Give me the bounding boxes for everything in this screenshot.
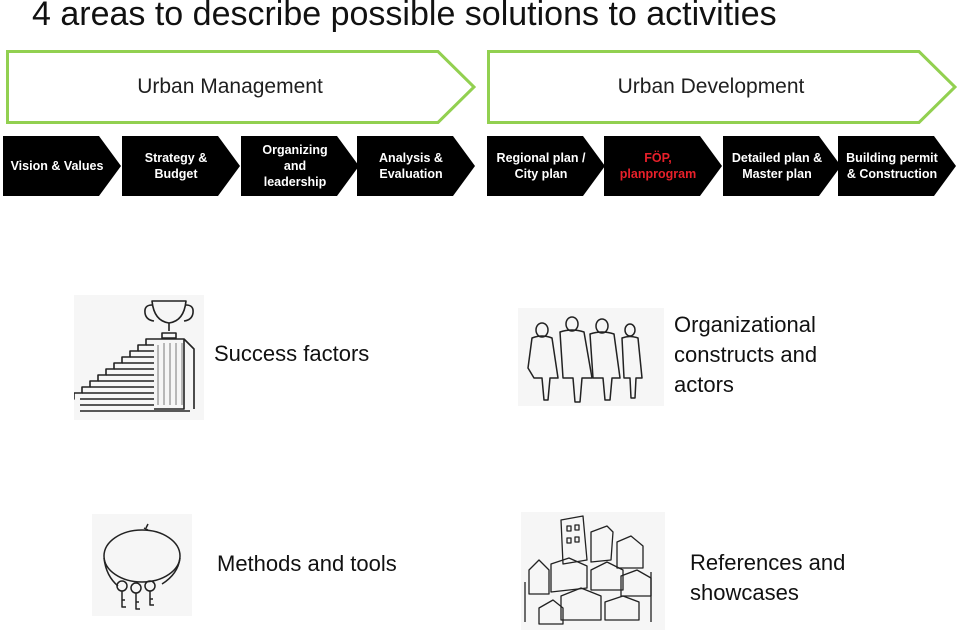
area-label-success-factors: Success factors xyxy=(214,341,370,366)
step-arrow-shape xyxy=(487,136,605,196)
step-label: Regional plan / City plan xyxy=(496,151,586,181)
step-arrow-shape xyxy=(723,136,841,196)
step-label: Strategy & Budget xyxy=(144,151,208,181)
phase-label: Urban Development xyxy=(617,75,805,98)
phase-arrow-shape xyxy=(487,50,957,124)
area-label-methods-tools: Methods and tools xyxy=(217,551,397,576)
step-label: Detailed plan & Master plan xyxy=(731,151,823,181)
step-label: Building permit & Construction xyxy=(846,151,938,181)
keyring-icon xyxy=(92,514,192,616)
step-arrow-shape xyxy=(604,136,722,196)
step-building-permit: Building permit & Construction xyxy=(838,136,956,196)
step-strategy-budget: Strategy & Budget xyxy=(122,136,240,196)
step-regional-city-plan: Regional plan / City plan xyxy=(487,136,605,196)
step-organizing-leadership: Organizing and leadership xyxy=(241,136,359,196)
step-arrow-shape xyxy=(357,136,475,196)
step-analysis-evaluation: Analysis & Evaluation xyxy=(357,136,475,196)
area-label-references-showcases: References and showcases xyxy=(690,550,846,605)
phase-urban-management: Urban Management xyxy=(6,50,476,124)
step-label: Analysis & Evaluation xyxy=(379,151,443,181)
phase-urban-development: Urban Development xyxy=(487,50,957,124)
step-detailed-master-plan: Detailed plan & Master plan xyxy=(723,136,841,196)
phase-arrow-shape xyxy=(6,50,476,124)
step-arrow-shape xyxy=(838,136,956,196)
step-fop-planprogram: FÖP, planprogram xyxy=(604,136,722,196)
step-label: FÖP, planprogram xyxy=(619,151,697,181)
step-label: Organizing and leadership xyxy=(262,143,328,189)
area-label-organizational-constructs: Organizational constructs and actors xyxy=(674,312,818,397)
people-sketch-icon xyxy=(518,308,664,406)
step-arrow-shape xyxy=(3,136,121,196)
page-title: 4 areas to describe possible solutions t… xyxy=(32,0,777,33)
phase-label: Urban Management xyxy=(137,75,323,98)
houses-sketch-icon xyxy=(521,512,665,630)
step-vision-values: Vision & Values xyxy=(3,136,121,196)
trophy-stairs-icon xyxy=(74,295,204,420)
step-arrow-shape xyxy=(122,136,240,196)
step-label: Vision & Values xyxy=(10,159,104,173)
step-arrow-shape xyxy=(241,136,359,196)
